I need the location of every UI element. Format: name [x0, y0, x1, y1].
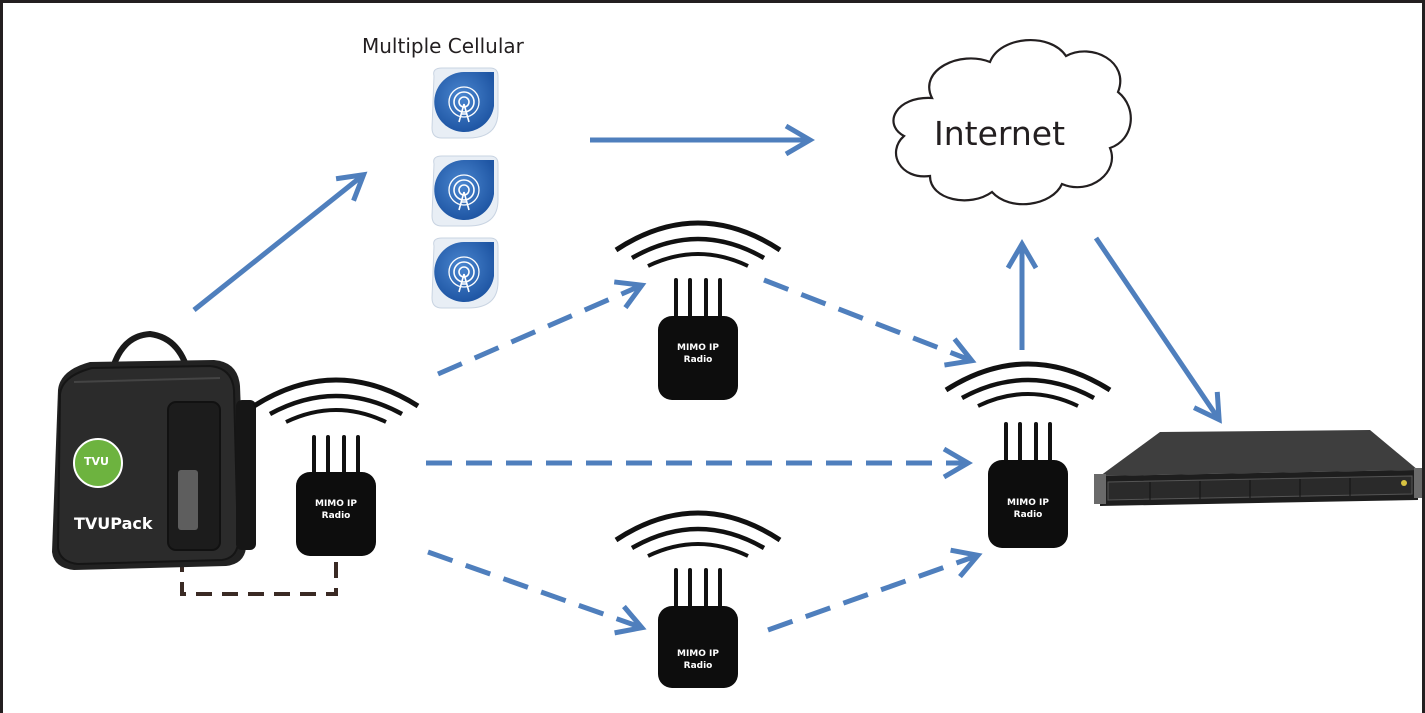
- tvu-logo-text: TVU: [84, 455, 109, 468]
- cellular-icon-3: [431, 237, 499, 309]
- radio-bottom-line1: MIMO IP: [677, 649, 719, 659]
- dashed-arrow-left-to-top: [437, 279, 647, 377]
- dashed-arrow-left-to-bottom: [427, 549, 647, 636]
- radio-top-line1: MIMO IP: [677, 343, 719, 353]
- radio-top-line2: Radio: [683, 355, 713, 365]
- radio-bottom-label: MIMO IP Radio: [658, 648, 738, 672]
- cellular-label: Multiple Cellular: [362, 34, 524, 58]
- radio-left-line2: Radio: [321, 511, 351, 521]
- cable-connection: [180, 552, 338, 596]
- mimo-radio-top: [614, 220, 782, 400]
- radio-bottom-line2: Radio: [683, 661, 713, 671]
- radio-left-line1: MIMO IP: [315, 499, 357, 509]
- radio-right-label: MIMO IP Radio: [988, 497, 1068, 521]
- radio-right-line1: MIMO IP: [1007, 498, 1049, 508]
- mimo-radio-bottom: [614, 510, 782, 688]
- tvupack-backpack: [52, 330, 256, 570]
- mimo-radio-left: [252, 377, 420, 556]
- rack-server: [1094, 430, 1422, 506]
- arrow-backpack-to-cellular: [192, 171, 368, 312]
- radio-left-label: MIMO IP Radio: [296, 498, 376, 522]
- mimo-radio-right: [944, 361, 1112, 548]
- dashed-arrow-top-to-right: [763, 277, 977, 368]
- cellular-icon-2: [431, 155, 499, 227]
- internet-label: Internet: [934, 114, 1066, 153]
- internet-cloud-icon: [892, 38, 1132, 206]
- radio-right-line2: Radio: [1013, 510, 1043, 520]
- cellular-icon-1: [431, 67, 499, 139]
- arrow-internet-to-server: [1093, 236, 1222, 424]
- dashed-arrow-bottom-to-right: [767, 547, 983, 633]
- tvupack-brand-text: TVUPack: [74, 514, 153, 533]
- tvu-logo-icon: [73, 438, 123, 488]
- radio-top-label: MIMO IP Radio: [658, 342, 738, 366]
